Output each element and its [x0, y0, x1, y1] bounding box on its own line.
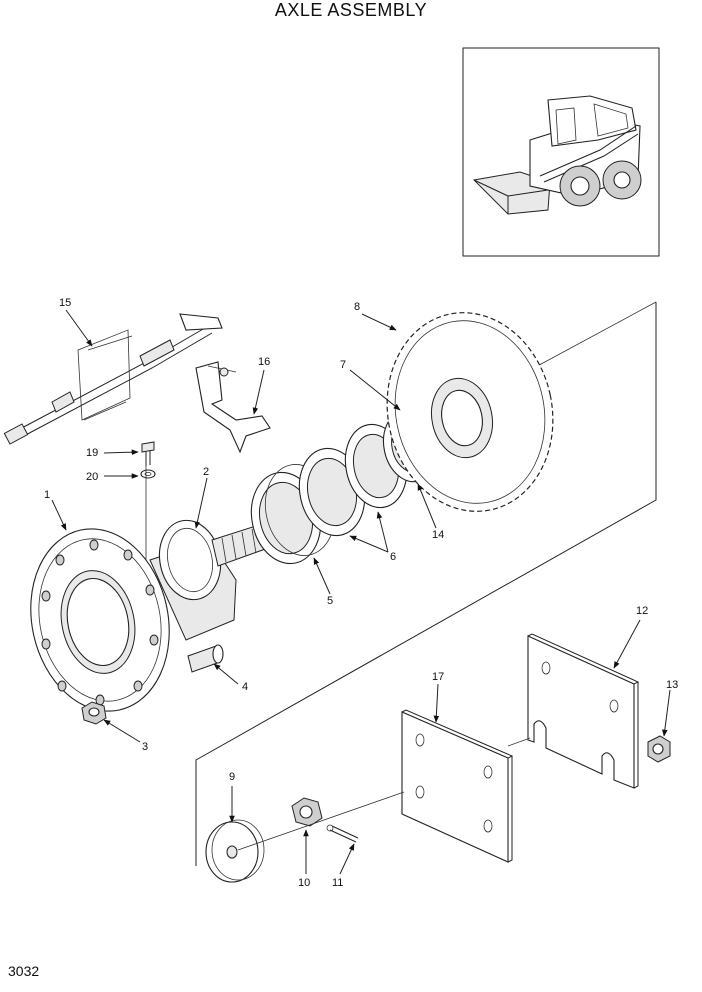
callout-3: 3 [142, 741, 148, 753]
machine-inset [462, 47, 660, 257]
callout-16: 16 [258, 356, 270, 368]
cotter-pin-11 [326, 824, 359, 843]
axle-hub-flange [30, 528, 237, 712]
slotted-plate-12 [527, 633, 640, 789]
flange-nut-13 [647, 735, 671, 763]
callout-12: 12 [636, 605, 648, 617]
callout-9: 9 [229, 771, 235, 783]
drive-sprocket-8 [386, 312, 554, 512]
thrust-washer-9 [205, 819, 265, 883]
callout-2: 2 [203, 466, 209, 478]
callout-leaders [51, 309, 671, 875]
assembly-plane-outline [195, 301, 657, 866]
callout-labels: 1 2 3 4 5 6 7 8 9 10 11 12 13 14 15 16 1… [44, 297, 678, 889]
callout-6: 6 [390, 551, 396, 563]
callout-11: 11 [332, 877, 343, 889]
callout-8: 8 [354, 301, 360, 313]
callout-5: 5 [327, 595, 333, 607]
callout-17: 17 [432, 671, 444, 683]
castle-nut-10 [291, 797, 323, 827]
hub-bolt-holes [41, 539, 159, 706]
lock-washer-20 [140, 469, 156, 479]
callout-14: 14 [432, 529, 444, 541]
wheel-stud-4 [187, 644, 224, 673]
sensor-cable [3, 313, 223, 445]
callout-15: 15 [59, 297, 71, 309]
cover-plate-17 [401, 709, 514, 863]
callout-10: 10 [298, 877, 310, 889]
page-title: AXLE ASSEMBLY [274, 0, 428, 20]
callout-13: 13 [666, 679, 678, 691]
callout-7: 7 [340, 359, 346, 371]
page-number: 3032 [8, 963, 40, 979]
bearing-cone-6 [298, 423, 408, 537]
callout-4: 4 [242, 681, 248, 693]
lug-nut-3 [81, 701, 107, 725]
callout-19: 19 [86, 447, 98, 459]
skid-steer-loader-illustration [472, 95, 642, 215]
callout-20: 20 [86, 471, 98, 483]
sensor-bracket [195, 361, 271, 454]
assembly-center-lines [145, 466, 531, 851]
bolt-19 [141, 441, 155, 466]
callout-1: 1 [44, 489, 50, 501]
